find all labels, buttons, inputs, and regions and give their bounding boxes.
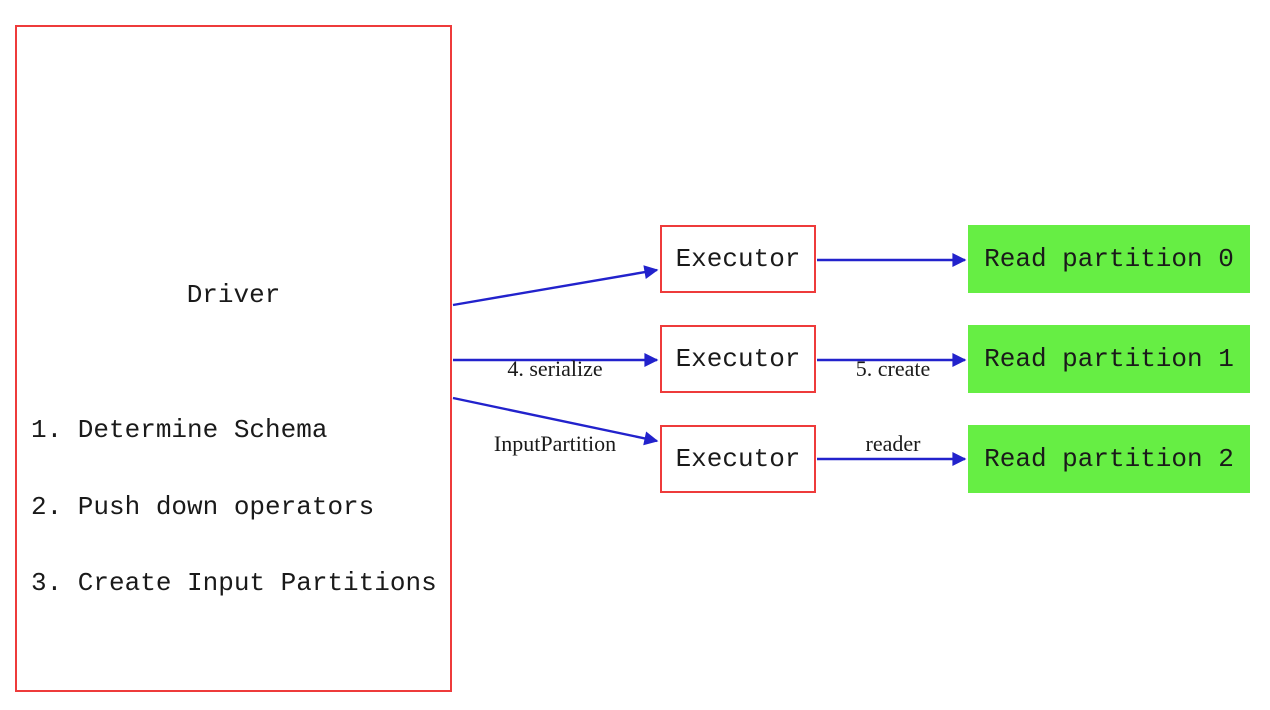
executor-box-1: Executor (660, 325, 816, 393)
executor-label: Executor (675, 444, 801, 474)
executor-box-0: Executor (660, 225, 816, 293)
executor-label: Executor (675, 344, 801, 374)
create-reader-label: 5. create reader (820, 306, 966, 506)
executor-box-2: Executor (660, 425, 816, 493)
serialize-inputpartition-label: 4. serialize InputPartition (450, 306, 660, 506)
serialize-label-line2: InputPartition (493, 431, 617, 456)
read-partition-label: Read partition 2 (984, 444, 1234, 474)
read-partition-box-2: Read partition 2 (968, 425, 1250, 493)
read-partition-label: Read partition 0 (984, 244, 1234, 274)
driver-step-2: 2. Push down operators (31, 491, 375, 522)
read-partition-label: Read partition 1 (984, 344, 1234, 374)
executor-label: Executor (675, 244, 801, 274)
read-partition-box-0: Read partition 0 (968, 225, 1250, 293)
driver-step-1: 1. Determine Schema (31, 415, 328, 445)
arrow-driver-to-executor-0 (452, 265, 659, 307)
driver-box: Driver 1. Determine Schema 2. Push down … (15, 25, 452, 692)
serialize-label-line1: 4. serialize (507, 356, 603, 381)
create-label-line2: reader (865, 431, 921, 456)
read-partition-box-1: Read partition 1 (968, 325, 1250, 393)
create-label-line1: 5. create (855, 356, 931, 381)
driver-steps: 1. Determine Schema 2. Push down operato… (31, 367, 437, 648)
driver-title: Driver (186, 280, 281, 310)
driver-step-3: 3. Create Input Partitions (31, 568, 437, 598)
